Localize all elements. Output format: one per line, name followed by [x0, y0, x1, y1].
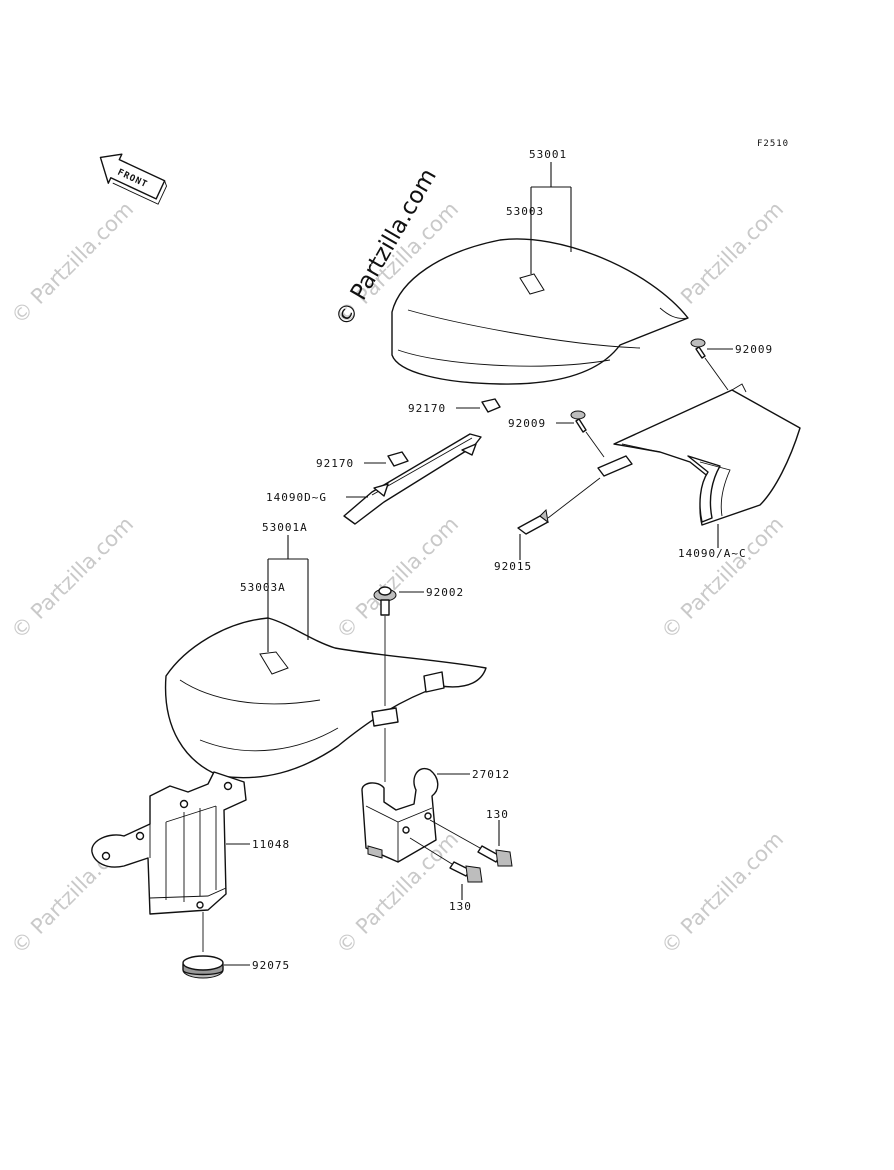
label-92075: 92075	[252, 959, 290, 972]
front-seat-53001a	[164, 617, 487, 779]
screw-92009-left	[570, 410, 587, 433]
clip-92170-lower	[387, 451, 409, 467]
watermark: © Partzilla.com	[657, 512, 789, 644]
label-130-upper: 130	[486, 808, 509, 821]
bolt-130-lower	[449, 861, 483, 883]
nut-92015	[517, 508, 549, 535]
cover-14090a	[597, 383, 801, 526]
label-14090d: 14090D~G	[266, 491, 327, 504]
watermark: © Partzilla.com	[657, 827, 789, 959]
label-11048: 11048	[252, 838, 290, 851]
label-14090a: 14090/A~C	[678, 547, 747, 560]
label-53001a: 53001A	[262, 521, 308, 534]
label-92170-lower: 92170	[316, 457, 354, 470]
bolt-92002	[373, 586, 397, 616]
label-92002: 92002	[426, 586, 464, 599]
label-53003: 53003	[506, 205, 544, 218]
watermark: © Partzilla.com	[332, 512, 464, 644]
front-arrow-icon: FRONT	[99, 153, 168, 205]
label-27012: 27012	[472, 768, 510, 781]
label-92170-upper: 92170	[408, 402, 446, 415]
hinge-11048	[91, 771, 247, 915]
watermark: © Partzilla.com	[7, 512, 139, 644]
label-92009-left: 92009	[508, 417, 546, 430]
label-130-lower: 130	[449, 900, 472, 913]
screw-92009-right	[690, 338, 706, 359]
label-92015: 92015	[494, 560, 532, 573]
damper-92075	[182, 955, 224, 979]
rear-seat-53001	[391, 238, 689, 385]
bracket-27012	[361, 767, 439, 863]
bolt-130-upper	[477, 845, 513, 867]
clip-92170-upper	[481, 398, 501, 413]
watermark: © Partzilla.com	[7, 197, 139, 329]
label-92009-right: 92009	[735, 343, 773, 356]
label-53001: 53001	[529, 148, 567, 161]
figure-code: F2510	[757, 139, 789, 149]
label-53003a: 53003A	[240, 581, 286, 594]
rail-14090d	[343, 433, 482, 525]
